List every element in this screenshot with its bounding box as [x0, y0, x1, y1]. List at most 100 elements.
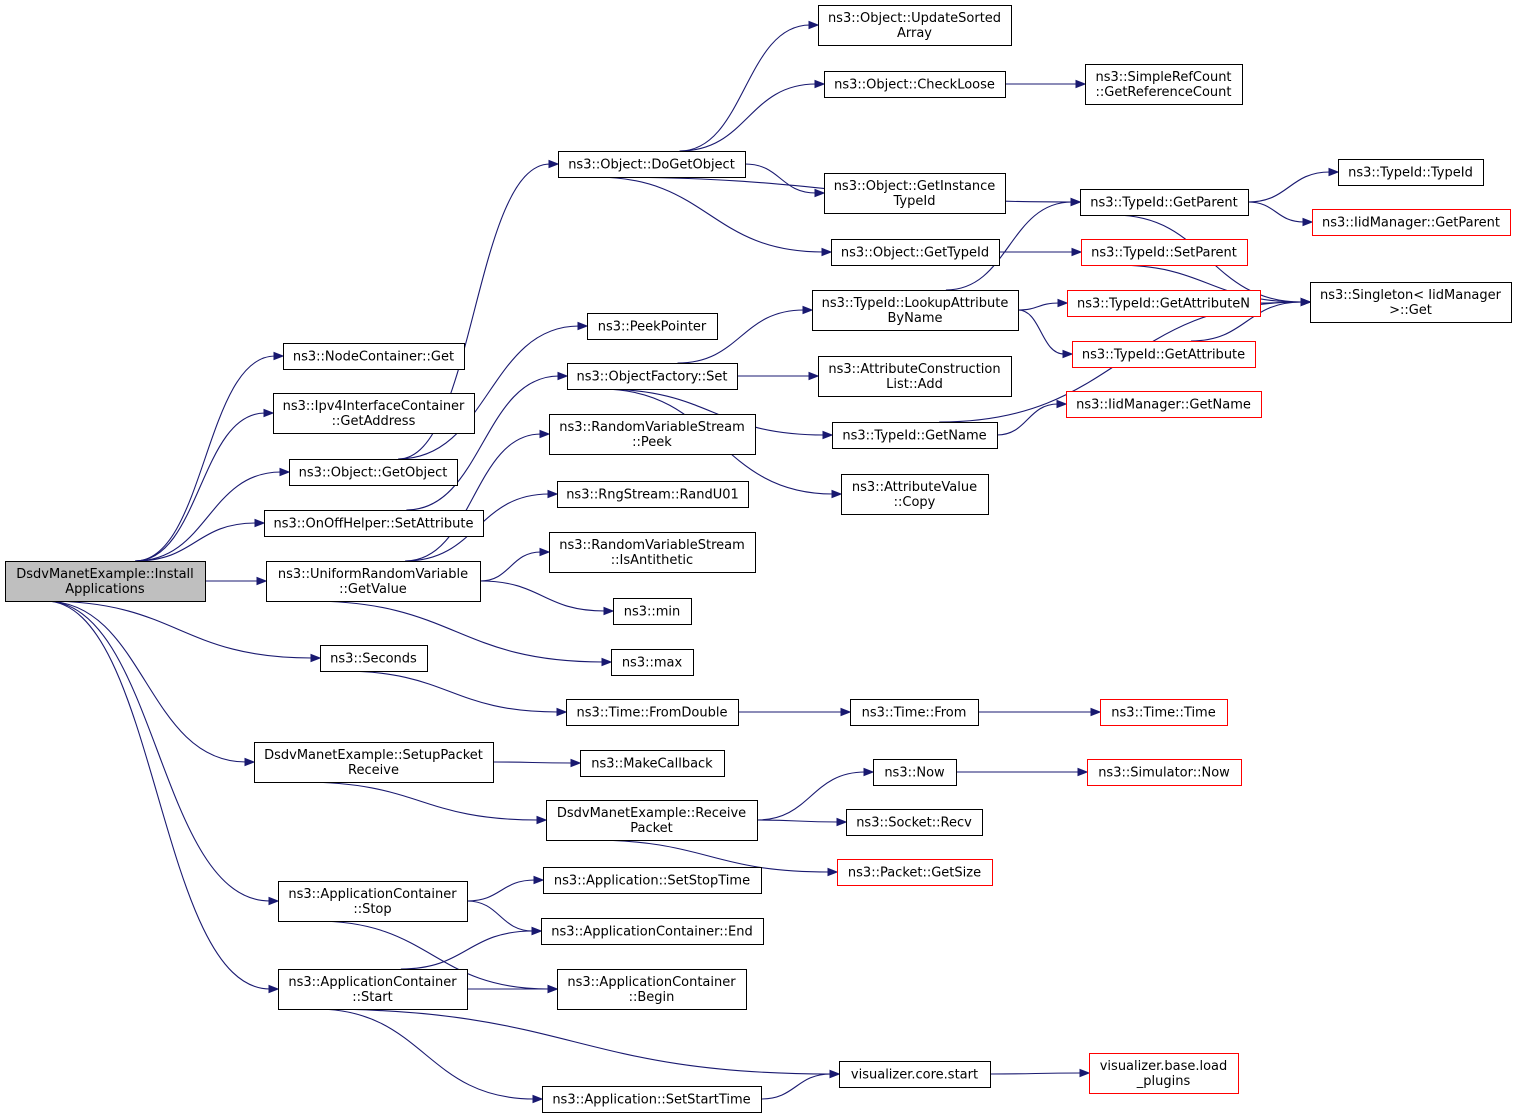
node-iidmgr-getparent[interactable]: ns3::IidManager::GetParent: [1312, 209, 1511, 236]
edge-obj_gettypeid-to-typeid_setparent: [999, 247, 1083, 257]
node-label: ns3::TypeId::TypeId: [1348, 166, 1473, 181]
node-app-setstoptime[interactable]: ns3::Application::SetStopTime: [543, 867, 762, 894]
node-box: [831, 239, 1000, 266]
node-typeid-getattributen[interactable]: ns3::TypeId::GetAttributeN: [1067, 290, 1261, 317]
edge-appc_stop-to-appc_end: [466, 900, 543, 936]
node-typeid-getname[interactable]: ns3::TypeId::GetName: [832, 422, 998, 449]
node-typeid-typeid[interactable]: ns3::TypeId::TypeId: [1338, 159, 1484, 186]
node-rvs-peek[interactable]: ns3::RandomVariableStream::Peek: [549, 414, 756, 455]
node-time-time[interactable]: ns3::Time::Time: [1100, 699, 1228, 726]
edge-layer: [44, 20, 1340, 1104]
node-appc-start[interactable]: ns3::ApplicationContainer::Start: [278, 969, 468, 1010]
node-objfactory-set[interactable]: ns3::ObjectFactory::Set: [567, 363, 738, 390]
node-label: ns3::PeekPointer: [598, 320, 707, 335]
node-box: [320, 645, 428, 672]
edge-obj_getobject-to-obj_dogetobject: [398, 159, 560, 460]
node-label: ns3::Object::GetTypeId: [841, 246, 989, 261]
node-rvs-isanti[interactable]: ns3::RandomVariableStream::IsAntithetic: [549, 532, 756, 573]
node-appc-begin[interactable]: ns3::ApplicationContainer::Begin: [557, 969, 747, 1010]
node-now[interactable]: ns3::Now: [873, 759, 957, 786]
node-nc-get[interactable]: ns3::NodeContainer::Get: [283, 343, 465, 370]
edge-seconds-to-time_fromdouble: [341, 670, 568, 717]
node-label: ns3::Time::From: [862, 706, 967, 721]
node-label: ns3::TypeId::LookupAttribute: [822, 296, 1009, 311]
node-typeid-setparent[interactable]: ns3::TypeId::SetParent: [1081, 239, 1248, 266]
node-box: [541, 918, 764, 945]
edge-appc_start-to-appc_begin: [467, 984, 559, 994]
edge-receive_packet-to-socket_recv: [756, 817, 848, 827]
node-rng-randu01[interactable]: ns3::RngStream::RandU01: [557, 481, 749, 508]
node-box: [818, 356, 1012, 397]
node-singleton-get[interactable]: ns3::Singleton< IidManager >::Get: [1310, 282, 1512, 323]
node-label: ns3::AttributeConstruction: [828, 362, 1000, 377]
node-box: [587, 313, 718, 340]
node-peekpointer[interactable]: ns3::PeekPointer: [587, 313, 718, 340]
node-obj-dogetobject[interactable]: ns3::Object::DoGetObject: [558, 151, 746, 178]
node-obj-getobject[interactable]: ns3::Object::GetObject: [289, 459, 458, 486]
node-typeid-getattribute[interactable]: ns3::TypeId::GetAttribute: [1072, 341, 1256, 368]
edge-urv_getvalue-to-rvs_peek: [405, 429, 551, 562]
node-time-fromdouble[interactable]: ns3::Time::FromDouble: [566, 699, 739, 726]
edge-urv_getvalue-to-rvs_isanti: [479, 547, 551, 582]
node-label: ns3::Ipv4InterfaceContainer: [283, 399, 465, 414]
edge-urv_getvalue-to-min: [479, 580, 615, 616]
node-vis-core-start[interactable]: visualizer.core.start: [839, 1061, 991, 1088]
node-appc-stop[interactable]: ns3::ApplicationContainer::Stop: [278, 881, 468, 922]
edge-objfactory_set-to-attrconst_add: [737, 371, 820, 381]
node-layer: DsdvManetExample::InstallApplicationsns3…: [5, 5, 1512, 1113]
edge-obj_dogetobject-to-obj_checkloose: [679, 79, 826, 152]
node-box: [824, 173, 1006, 214]
node-onoff-setattr[interactable]: ns3::OnOffHelper::SetAttribute: [264, 510, 484, 537]
node-label: ::Peek: [632, 435, 672, 450]
node-iidmgr-getname[interactable]: ns3::IidManager::GetName: [1066, 391, 1262, 418]
node-vis-base-load[interactable]: visualizer.base.load_plugins: [1089, 1053, 1239, 1094]
node-box: [1310, 282, 1512, 323]
edge-root-to-appc_start: [44, 600, 280, 994]
node-label: ::GetValue: [339, 582, 407, 597]
node-box: [1089, 1053, 1239, 1094]
node-typeid-getparent[interactable]: ns3::TypeId::GetParent: [1080, 189, 1249, 216]
node-socket-recv[interactable]: ns3::Socket::Recv: [846, 809, 983, 836]
node-simulator-now[interactable]: ns3::Simulator::Now: [1087, 759, 1242, 786]
node-label: ns3::NodeContainer::Get: [293, 350, 454, 365]
node-label: ns3::ApplicationContainer: [288, 887, 457, 902]
edge-objfactory_set-to-typeid_getname: [600, 388, 834, 440]
node-label: ::GetAddress: [332, 414, 416, 429]
node-box: [1067, 290, 1261, 317]
node-label: ns3::Application::SetStopTime: [554, 874, 750, 889]
edge-typeid_lookupattr-to-typeid_getattributen: [1017, 298, 1069, 311]
node-box: [557, 481, 749, 508]
node-app-setstarttime[interactable]: ns3::Application::SetStartTime: [542, 1086, 762, 1113]
node-seconds[interactable]: ns3::Seconds: [320, 645, 428, 672]
node-obj-gettypeid[interactable]: ns3::Object::GetTypeId: [831, 239, 1000, 266]
node-min[interactable]: ns3::min: [613, 598, 692, 625]
node-makecallback[interactable]: ns3::MakeCallback: [580, 750, 725, 777]
node-label: ns3::Packet::GetSize: [848, 866, 981, 881]
node-box: [611, 649, 694, 676]
node-ipv4-getaddr[interactable]: ns3::Ipv4InterfaceContainer::GetAddress: [273, 393, 475, 434]
node-label: >::Get: [1389, 303, 1432, 318]
node-max[interactable]: ns3::max: [611, 649, 694, 676]
edge-root-to-urv_getvalue: [205, 576, 268, 586]
node-box: [278, 969, 468, 1010]
node-obj-checkloose[interactable]: ns3::Object::CheckLoose: [824, 71, 1006, 98]
node-packet-getsize[interactable]: ns3::Packet::GetSize: [837, 859, 993, 886]
node-attrvalue-copy[interactable]: ns3::AttributeValue::Copy: [841, 474, 989, 515]
node-time-from[interactable]: ns3::Time::From: [850, 699, 979, 726]
node-box: [812, 290, 1019, 331]
node-label: ns3::min: [624, 605, 681, 620]
node-box: [546, 800, 758, 841]
node-label: ns3::AttributeValue: [852, 480, 977, 495]
node-simplerefcount[interactable]: ns3::SimpleRefCount::GetReferenceCount: [1085, 64, 1243, 105]
node-appc-end[interactable]: ns3::ApplicationContainer::End: [541, 918, 764, 945]
node-urv-getvalue[interactable]: ns3::UniformRandomVariable::GetValue: [266, 561, 481, 602]
node-box: [1085, 64, 1243, 105]
